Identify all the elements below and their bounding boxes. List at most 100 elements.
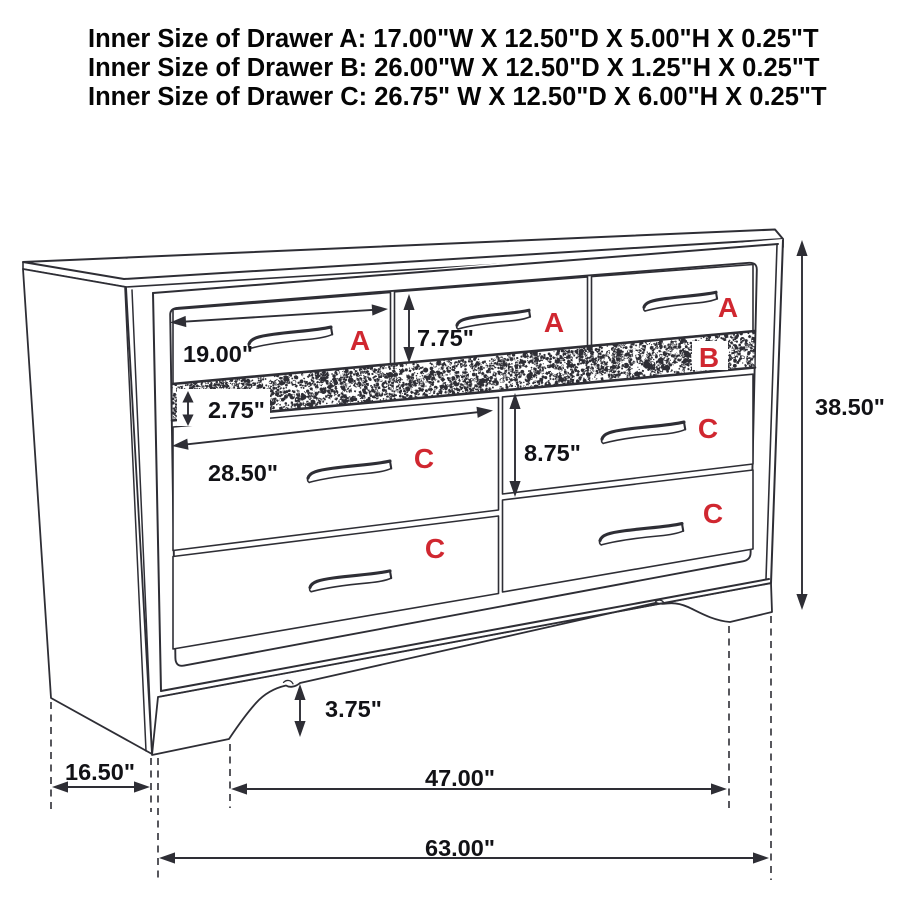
- drawer-c3-handle-left-cap: [308, 586, 312, 593]
- speckle-dots: [172, 331, 755, 420]
- drawer-c1-face: [172, 396, 500, 552]
- frame-bottom-outer-edge: [160, 578, 770, 692]
- drawer-a1-handle-top: [247, 325, 333, 346]
- dim-depth: 16.50": [65, 759, 135, 785]
- drawer-c4-handle-right-cap: [680, 522, 685, 532]
- dim-arrow-3-75in-head: [294, 684, 306, 700]
- drawer-c2-handle-bottom: [602, 428, 687, 445]
- dim-arrow-19in-head: [170, 315, 187, 328]
- spec-line-drawer-a: Inner Size of Drawer A: 17.00"W X 12.50"…: [88, 25, 819, 53]
- dresser-line-art: [22, 228, 808, 880]
- side-panel-front-edge: [124, 287, 147, 752]
- dim-arrow-8-75in: [509, 393, 521, 497]
- drawer-c1-handle-right-cap: [388, 460, 393, 470]
- drawer-c1-handle-left-cap: [306, 477, 311, 484]
- drawer-a2-handle-bottom: [457, 315, 531, 330]
- dim-drawer-a-height: 7.75": [417, 325, 474, 351]
- drawer-a2-handle-top: [455, 308, 531, 327]
- dim-drawer-a-width: 19.00": [183, 341, 253, 367]
- frame-top-outer-edge: [152, 243, 779, 294]
- drawer-c4-handle-left-cap: [598, 539, 603, 546]
- dim-drawer-b-height: 2.75": [208, 397, 265, 423]
- drawer-c2-handle-left-cap: [600, 438, 605, 445]
- dim-arrow-8-75in-head: [509, 481, 521, 497]
- drawer-c3-handle-bottom: [310, 577, 392, 593]
- drawer-b-letter: B: [699, 342, 719, 373]
- dim-arrow-16-50in: [52, 781, 150, 793]
- drawer-a1-handle-bottom: [249, 333, 334, 350]
- dim-arrow-19in-line: [179, 308, 379, 323]
- drawer-c3-letter: C: [425, 533, 445, 564]
- drawer-c4-letter: C: [703, 498, 723, 529]
- drawer-b-top-edge: [170, 329, 757, 386]
- dim-drawer-c-height: 8.75": [524, 440, 581, 466]
- dim-arrow-19in: [170, 304, 388, 328]
- drawer-c2-handle-top: [600, 420, 686, 441]
- drawer-a2-letter: A: [544, 307, 564, 338]
- dim-arrow-63in: [159, 852, 769, 864]
- dim-arrow-28-50in: [172, 406, 493, 450]
- dim-arrow-28-50in-head: [476, 406, 493, 418]
- drawer-c1-handle-bottom: [308, 467, 393, 484]
- side-panel-front-edge-2: [131, 289, 153, 755]
- dim-arrow-2-75in-head: [182, 414, 194, 426]
- right-foot-hook: [654, 599, 665, 604]
- drawer-a3-letter: A: [718, 292, 738, 323]
- base-top-edge: [157, 582, 771, 698]
- drawer-a1-handle-left-cap: [247, 343, 252, 350]
- drawer-c4-handle-top: [598, 522, 684, 543]
- dim-overall-width: 63.00": [425, 835, 495, 861]
- dim-arrow-38-50in: [796, 240, 808, 610]
- base-molding-and-feet: [151, 582, 773, 756]
- drawer-c4-handle: [598, 522, 685, 546]
- dim-arrow-16-50in-head: [52, 781, 68, 793]
- frame-left-outer-edge: [152, 292, 162, 692]
- drawer-a3-handle-left-cap: [642, 306, 646, 312]
- drawer-c3-face: [172, 515, 500, 650]
- dim-arrow-2-75in-head: [182, 391, 194, 403]
- dim-arrow-38-50in-head: [796, 240, 808, 256]
- drawer-c1-handle: [306, 459, 393, 484]
- left-side-panel: [22, 268, 153, 755]
- drawer-c2-handle-right-cap: [682, 421, 687, 431]
- drawer-c1-letter: C: [414, 443, 434, 474]
- spec-line-drawer-c: Inner Size of Drawer C: 26.75" W X 12.50…: [88, 83, 827, 111]
- dim-arrow-47in-head: [711, 783, 727, 795]
- glitter-speckle-texture: [172, 331, 755, 420]
- drawer-a3-handle-right-cap: [714, 291, 719, 300]
- drawer-a1-handle: [247, 325, 334, 350]
- drawer-a3-handle: [642, 290, 719, 312]
- drawer-a2-handle-left-cap: [455, 324, 459, 330]
- dim-arrow-63in-head: [159, 852, 175, 864]
- dim-arrow-63in-head: [753, 852, 769, 864]
- dim-overall-height: 38.50": [815, 394, 885, 420]
- dim-arrow-2-75in: [182, 391, 194, 426]
- dim-arrow-3-75in-head: [294, 721, 306, 737]
- drawer-a1-handle-right-cap: [329, 326, 334, 336]
- drawer-c2-handle: [600, 420, 687, 445]
- drawer-c4-handle-bottom: [600, 530, 685, 546]
- diagram-labels: Inner Size of Drawer A: 17.00"W X 12.50"…: [65, 25, 885, 861]
- dim-arrow-28-50in-head: [172, 438, 189, 450]
- drawer-a3-handle-bottom: [644, 297, 718, 312]
- drawer-b-letter-backdrop: [692, 341, 728, 370]
- dim-arrow-47in: [231, 783, 727, 795]
- frame-inner-edge: [169, 261, 758, 667]
- dim-arrow-19in-head: [371, 304, 388, 316]
- dim-arrow-38-50in-head: [796, 594, 808, 610]
- dim-b-label-backdrop: [177, 389, 270, 426]
- dim-arrow-8-75in-head: [509, 393, 521, 409]
- dim-arrow-3-75in: [294, 684, 306, 737]
- dim-arrow-47in-head: [231, 783, 247, 795]
- drawer-c2-letter: C: [698, 413, 718, 444]
- left-foot-hook: [282, 679, 294, 685]
- dim-arrow-28-50in-line: [181, 410, 484, 446]
- drawer-c2-face: [501, 373, 754, 495]
- dim-inner-leg-span: 47.00": [425, 765, 495, 791]
- dim-arrow-16-50in-head: [134, 781, 150, 793]
- dim-leg-height: 3.75": [325, 696, 382, 722]
- cabinet-right-front-edge: [770, 239, 784, 584]
- dim-arrow-7-75in: [403, 294, 415, 363]
